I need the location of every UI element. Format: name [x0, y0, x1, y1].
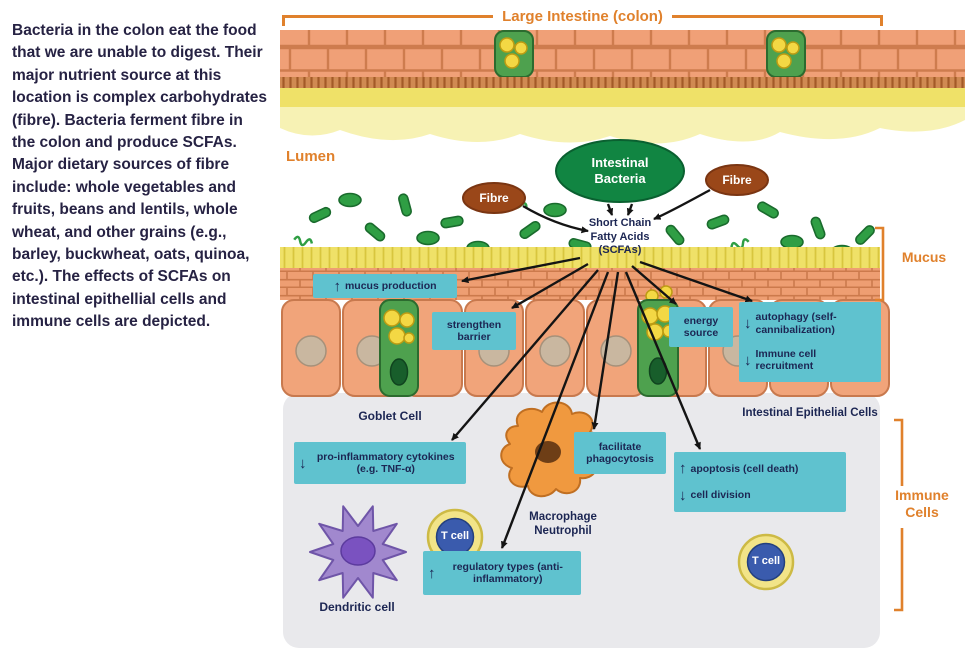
arrow-to-phagocytosis [591, 271, 620, 430]
effect-text: pro-inflammatory cytokines (e.g. TNF-α) [316, 450, 455, 476]
bracket-tick [282, 15, 285, 26]
up-arrow-icon: ↑ [679, 460, 687, 478]
large-intestine-bracket: Large Intestine (colon) [282, 8, 884, 26]
bacteria-to-scfa-arrow [606, 203, 614, 216]
arrow-to-mucus-production [461, 256, 581, 284]
effect-text: autophagy (self-cannibalization) [755, 311, 837, 336]
up-arrow-icon: ↑ [428, 564, 436, 582]
goblet-cell-top-left [494, 30, 534, 78]
bacterium-rod [810, 216, 826, 240]
down-arrow-icon: ↓ [299, 454, 307, 472]
bacterium-rod [519, 220, 541, 240]
effect-apoptosis-division: ↑ apoptosis (cell death) ↓ cell division [674, 452, 846, 512]
mucus-label: Mucus [901, 249, 947, 265]
dendritic-nucleus [340, 536, 376, 566]
effect-pro-inflammatory-cytokines: ↓ pro-inflammatory cytokines (e.g. TNF-α… [294, 442, 466, 484]
cell-nucleus [600, 335, 632, 367]
arrow-to-regulatory [500, 271, 610, 549]
bacterium-rod [308, 206, 332, 224]
effect-strengthen-barrier: strengthen barrier [432, 312, 516, 350]
effect-text: energy source [683, 314, 719, 340]
effect-text: apoptosis (cell death) [690, 462, 799, 475]
bacterium-oval [543, 202, 567, 218]
dendritic-cell-shape [309, 505, 407, 599]
dendritic-cell-label: Dendritic cell [319, 600, 395, 614]
arrow-to-strengthen-barrier [511, 262, 589, 310]
down-arrow-icon: ↓ [744, 315, 752, 333]
effect-text: facilitate phagocytosis [586, 440, 654, 466]
down-arrow-icon: ↓ [679, 486, 687, 504]
scfa-label: Short Chain Fatty Acids (SCFAs) [588, 217, 652, 256]
bacterium-rod [665, 224, 685, 246]
effect-regulatory-types: ↑ regulatory types (anti-inflammatory) [423, 551, 581, 595]
effect-text: mucus production [344, 279, 437, 292]
t-cell-left-circle [426, 508, 484, 566]
colon-diagram: Large Intestine (colon) Lumen Mucus Immu… [280, 0, 965, 658]
bacterium-rod [440, 215, 464, 229]
bracket-line [671, 15, 881, 18]
effect-text: regulatory types (anti-inflammatory) [452, 560, 563, 586]
diagram-title: Large Intestine (colon) [502, 8, 663, 25]
bacterium-oval [338, 192, 362, 208]
colon-wall-top [280, 30, 965, 144]
up-arrow-icon: ↑ [333, 277, 341, 295]
fibre-right-label: Fibre [722, 173, 752, 187]
t-cell-right-circle [737, 533, 795, 591]
arrow-to-cytokines [451, 269, 599, 441]
t-cell-left-label: T cell [440, 530, 470, 542]
immune-bracket-top [894, 418, 904, 486]
mucus-bracket [875, 226, 885, 302]
bacterium-rod [757, 201, 779, 219]
effect-facilitate-phagocytosis: facilitate phagocytosis [574, 432, 666, 474]
fibre-left-label: Fibre [479, 191, 509, 205]
immune-cells-label: Immune Cells [895, 487, 949, 520]
t-cell-right-label: T cell [751, 555, 781, 567]
macrophage-neutrophil-label: Macrophage Neutrophil [529, 511, 597, 537]
bacterium-spiral [293, 235, 314, 247]
bacterium-oval [780, 234, 804, 250]
bacterium-rod [855, 225, 875, 245]
brush-border-top [280, 77, 965, 88]
mucus-blob [280, 107, 965, 144]
down-arrow-icon: ↓ [744, 351, 752, 369]
bracket-line [285, 15, 494, 18]
fibre-node-left [462, 182, 526, 214]
bacterium-rod [398, 193, 412, 217]
effect-immune-recruitment: ↓ Immune cell recruitment [744, 348, 876, 373]
arrow-to-energy-source [631, 265, 677, 305]
arrow-to-autophagy [639, 260, 753, 303]
goblet-cell-top-right [766, 30, 806, 78]
intestinal-bacteria-node [555, 139, 685, 203]
intestinal-bacteria-label: Intestinal Bacteria [591, 155, 649, 186]
fibre-left-arrow [522, 204, 589, 234]
bacterium-rod [706, 214, 730, 230]
effect-text: strengthen barrier [446, 318, 502, 344]
effect-autophagy-recruitment: ↓ autophagy (self-cannibalization) ↓ Imm… [739, 302, 881, 382]
cell-nucleus [295, 335, 327, 367]
lumen-label: Lumen [286, 148, 336, 165]
effect-autophagy: ↓ autophagy (self-cannibalization) [744, 311, 876, 336]
goblet-cell-label: Goblet Cell [358, 409, 422, 423]
effect-energy-source: energy source [669, 307, 733, 347]
effect-text: cell division [690, 488, 751, 501]
bacterium-rod [364, 222, 386, 242]
immune-bracket-bottom [894, 528, 904, 612]
bracket-tick [880, 15, 884, 26]
intestinal-epithelial-cells-label: Intestinal Epithelial Cells [742, 407, 878, 419]
effect-mucus-production: ↑ mucus production [313, 274, 457, 298]
arrow-to-apoptosis [624, 271, 702, 450]
cell-nucleus [539, 335, 571, 367]
effect-apoptosis: ↑ apoptosis (cell death) [679, 461, 841, 476]
bacterium-oval [416, 230, 440, 246]
mucus-striped-band [280, 247, 880, 268]
mucus-band-top [280, 88, 965, 107]
effect-cell-division: ↓ cell division [679, 488, 841, 503]
fibre-right-arrow [653, 188, 711, 221]
effect-text: Immune cell recruitment [755, 347, 817, 373]
fibre-node-right [705, 164, 769, 196]
goblet-cell-lower-left [379, 299, 419, 397]
description-paragraph: Bacteria in the colon eat the food that … [12, 22, 267, 331]
bacteria-to-scfa-arrow [626, 203, 634, 216]
scfa-arrows [451, 188, 753, 549]
